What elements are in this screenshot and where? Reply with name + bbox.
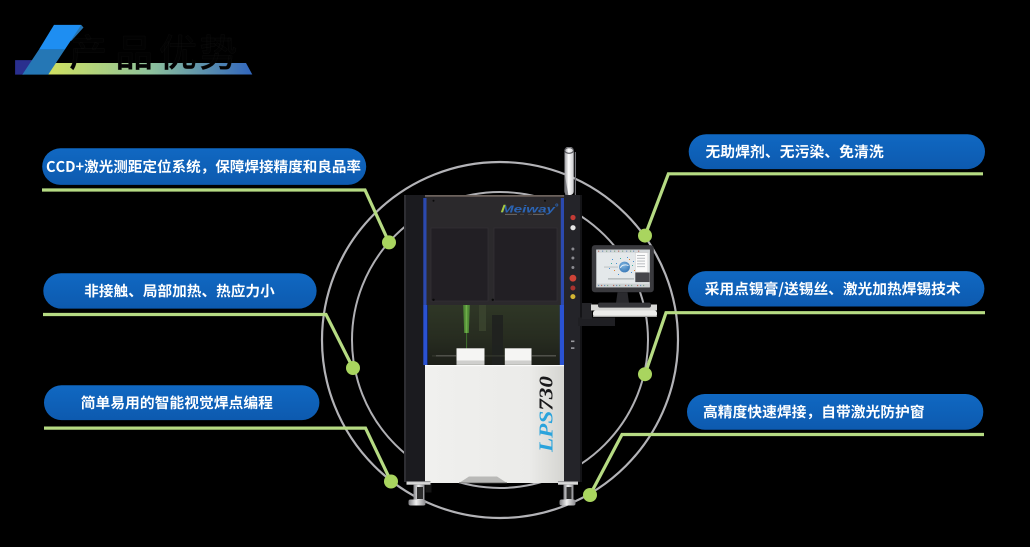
svg-text:LPS730: LPS730 — [536, 376, 558, 453]
svg-text:Meiway: Meiway — [501, 203, 557, 215]
